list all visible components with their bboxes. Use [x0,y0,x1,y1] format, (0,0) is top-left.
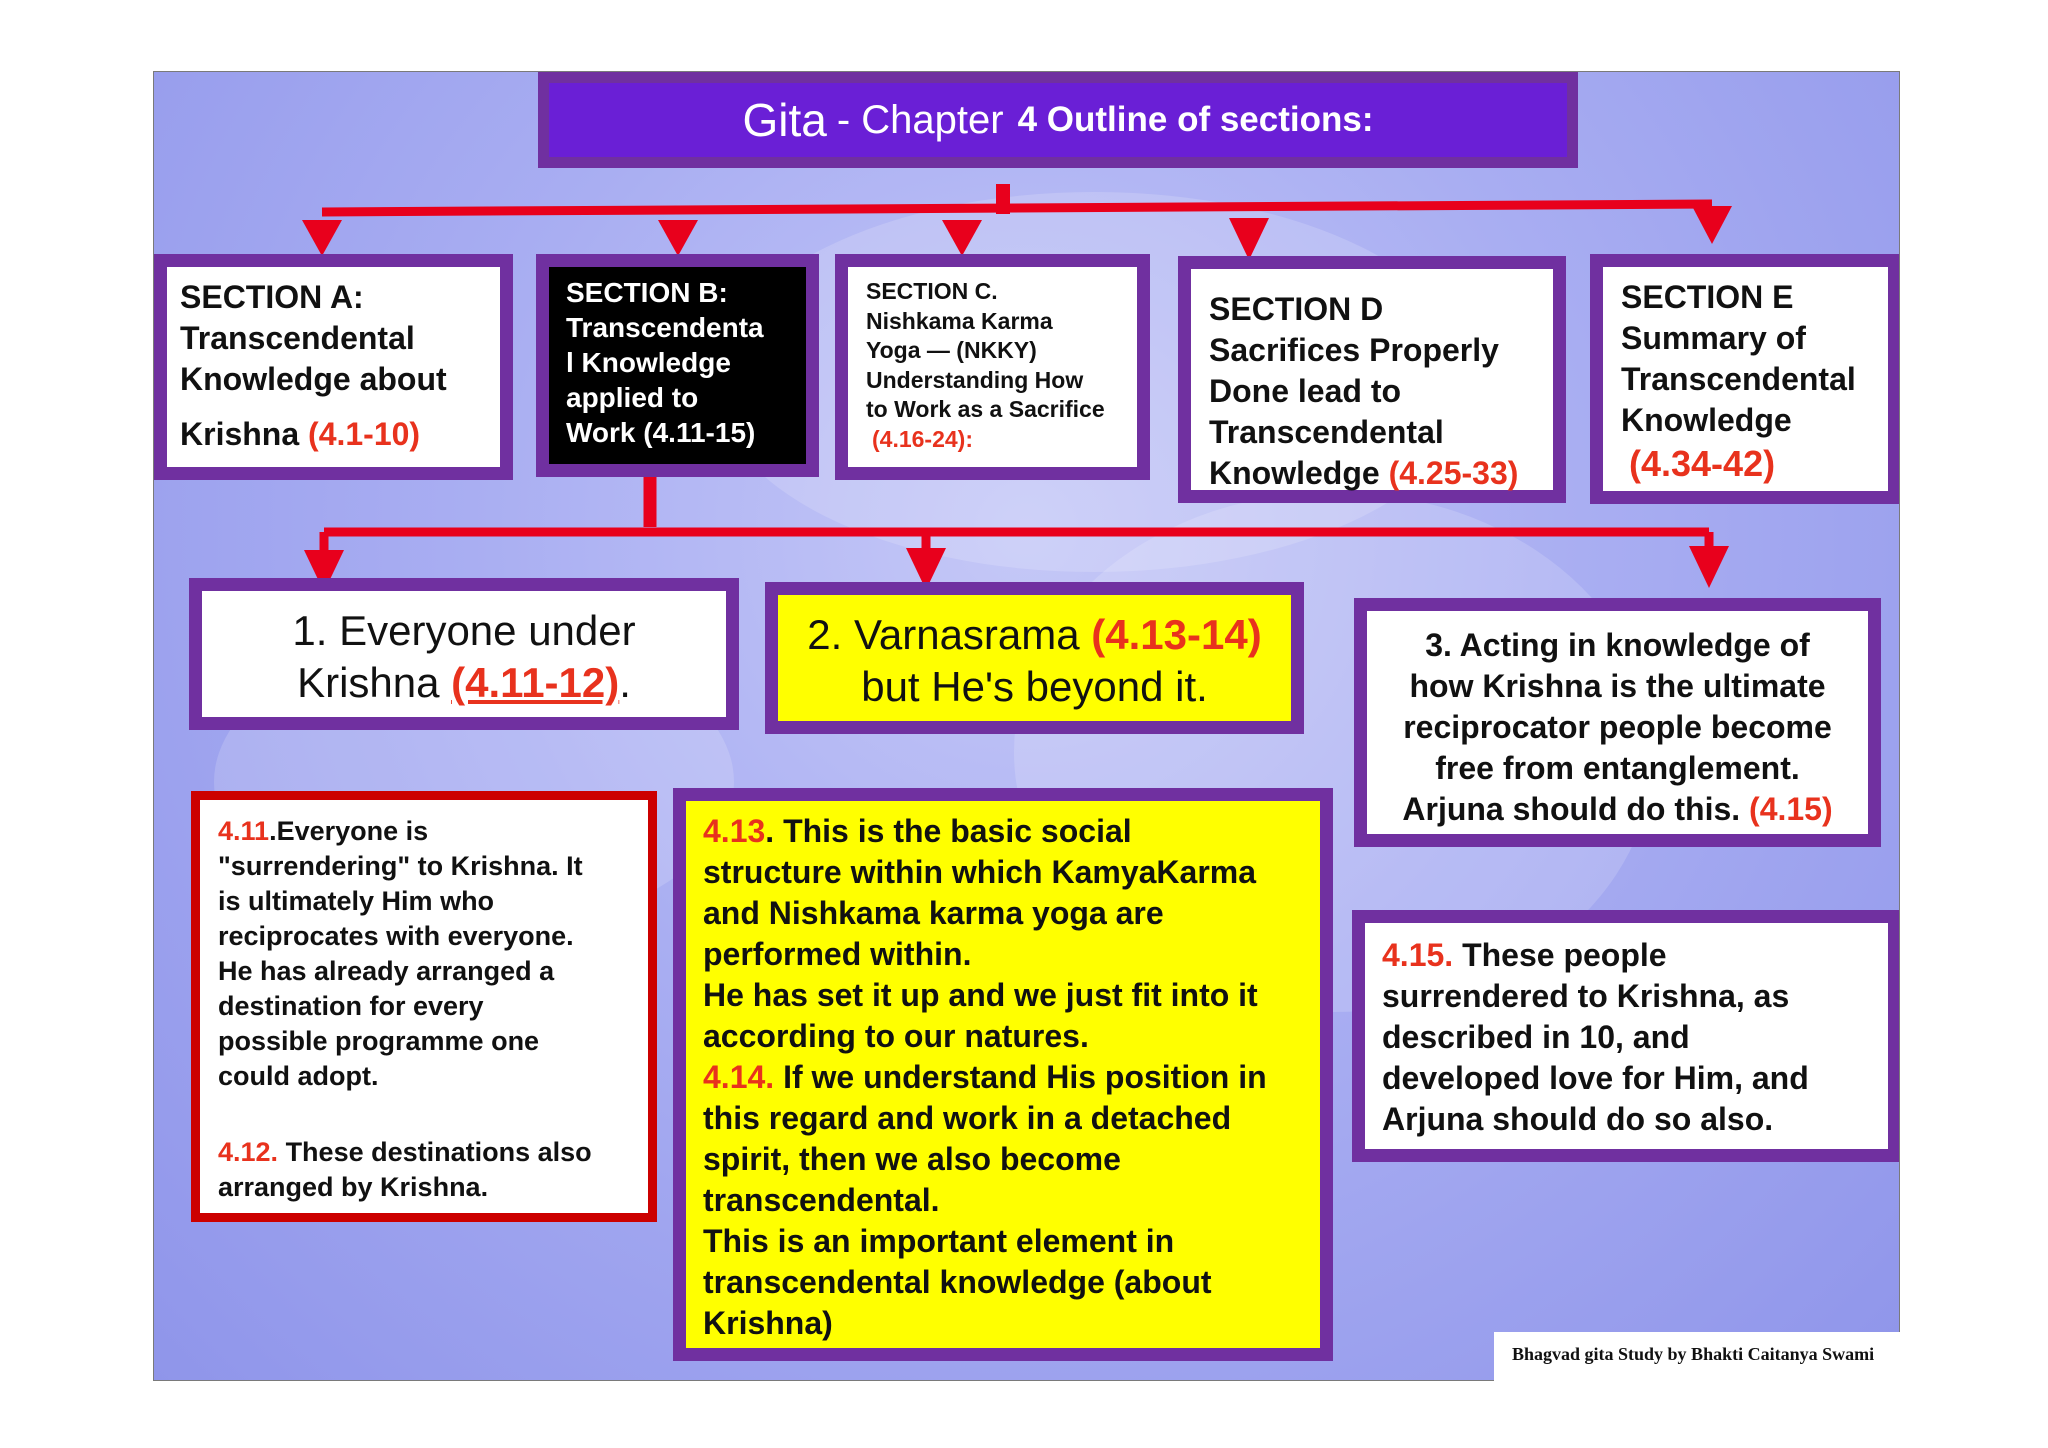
section-a-name: Krishna [180,416,300,452]
detail-4-14-para: 4.14. If we understand His position in t… [703,1057,1312,1344]
detail-4-13-para: 4.13. This is the basic social structure… [703,811,1312,1057]
section-d-ref: (4.25-33) [1388,455,1519,491]
section-d-body-wrap: Sacrifices Properly Done lead to Transce… [1209,330,1535,494]
title-banner: Gita - Chapter 4 Outline of sections: [538,72,1578,168]
section-e-ref: (4.34-42) [1629,443,1776,484]
connector-arrows [302,184,1732,592]
title-gita: Gita [742,94,827,146]
section-c-label: SECTION C. [866,278,998,304]
detail-4-15-ref: 4.15. [1382,937,1454,973]
arrow-to-b [658,220,698,256]
subsection-1-line1: 1. Everyone under [292,607,636,654]
detail-4-14-text: If we understand His position in this re… [703,1059,1267,1341]
section-c-body: Nishkama Karma Yoga — (NKKY) Understandi… [866,307,1105,423]
detail-4-13-box: 4.13. This is the basic social structure… [673,788,1333,1361]
slide: Gita - Chapter 4 Outline of sections: SE… [153,71,1900,1381]
section-a-name-line: Krishna (4.1-10) [180,414,482,455]
title-outline: 4 Outline of sections: [1017,100,1374,139]
subsection-1-line2: Krishna (4.11-12). [202,657,726,709]
arrow-to-2 [906,548,946,590]
detail-4-13-ref: 4.13 [703,813,766,849]
subsection-1-name: Krishna [297,659,440,706]
detail-4-15-para: 4.15. These people surrendered to Krishn… [1382,935,1880,1140]
section-a-body: Transcendental Knowledge about [180,320,447,397]
section-b-box: SECTION B: Transcendenta l Knowledge app… [536,254,819,477]
section-b-body: Transcendenta l Knowledge applied to Wor… [566,312,764,448]
section-e-body: Summary of Transcendental Knowledge [1621,320,1856,438]
subsection-1-box: 1. Everyone under Krishna (4.11-12). [189,578,739,730]
section-c-box: SECTION C. Nishkama Karma Yoga — (NKKY) … [835,254,1150,480]
subsection-2-ref: (4.13-14) [1091,611,1262,658]
detail-4-11-box: 4.11.Everyone is "surrendering" to Krish… [191,791,657,1222]
section-c-ref: (4.16-24): [872,425,973,452]
arrow-to-1 [304,550,344,592]
subsection-3-last: Arjuna should do this. [1402,791,1741,827]
subsection-3-text: 3. Acting in knowledge of how Krishna is… [1403,627,1832,786]
detail-4-14-ref: 4.14. [703,1059,775,1095]
section-a-box: SECTION A: Transcendental Knowledge abou… [154,254,513,480]
subsection-3-last-line: Arjuna should do this. (4.15) [1367,789,1868,830]
detail-4-11-para: 4.11.Everyone is "surrendering" to Krish… [218,814,636,1094]
detail-4-15-text: These people surrendered to Krishna, as … [1382,937,1809,1137]
section-d-label: SECTION D [1209,291,1384,327]
section-b-label: SECTION B: [566,277,728,308]
arrow-to-c [942,220,982,256]
footer-credit: Bhagvad gita Study by Bhakti Caitanya Sw… [1494,1332,1900,1384]
detail-4-13-text: . This is the basic social structure wit… [703,813,1258,1054]
section-a-label: SECTION A: [180,279,364,315]
subsection-2-name: 2. Varnasrama [807,611,1080,658]
subsection-1-tail: . [619,659,631,706]
subsection-3-box: 3. Acting in knowledge of how Krishna is… [1354,598,1881,847]
subsection-2-box: 2. Varnasrama (4.13-14) but He's beyond … [765,582,1304,734]
arrow-to-a [302,220,342,256]
section-e-label: SECTION E [1621,279,1794,315]
top-bar [321,199,1713,217]
section-a-ref: (4.1-10) [308,416,421,452]
section-d-box: SECTION D Sacrifices Properly Done lead … [1178,256,1566,503]
detail-4-15-box: 4.15. These people surrendered to Krishn… [1352,910,1899,1162]
subsection-1-ref: (4.11-12) [451,659,620,706]
detail-4-12-text: These destinations also arranged by Kris… [218,1137,592,1202]
subsection-2-line2: but He's beyond it. [861,663,1208,710]
section-e-box: SECTION E Summary of Transcendental Know… [1590,254,1899,504]
arrow-to-e [1692,206,1732,244]
arrow-to-d [1229,218,1269,260]
detail-4-12-para: 4.12. These destinations also arranged b… [218,1135,636,1205]
title-chapter: - Chapter [836,97,1004,142]
detail-4-11-text: .Everyone is "surrendering" to Krishna. … [218,816,583,1091]
subsection-3-ref: (4.15) [1749,791,1833,827]
detail-4-11-ref: 4.11 [218,816,270,846]
subsection-2-line1: 2. Varnasrama (4.13-14) [778,609,1291,661]
section-d-body: Sacrifices Properly Done lead to Transce… [1209,332,1499,491]
detail-4-12-ref: 4.12. [218,1137,279,1167]
arrow-to-3 [1689,546,1729,588]
